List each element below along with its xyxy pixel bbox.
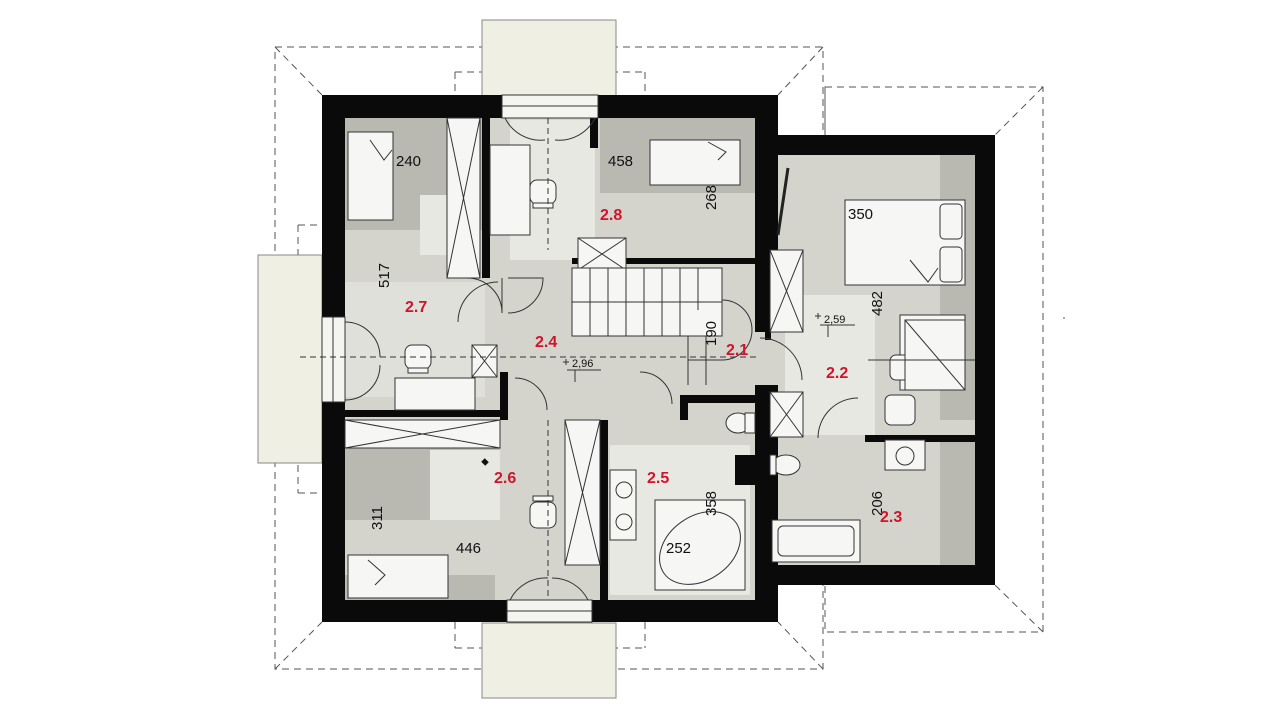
- armchair: [884, 394, 916, 426]
- balcony-left: [257, 254, 323, 464]
- window-icon: [501, 94, 599, 141]
- desk: [394, 377, 476, 411]
- doors: [344, 277, 859, 439]
- dimension-label: 206: [869, 491, 886, 516]
- door-swing-icon: [466, 277, 544, 314]
- level-mark-room-2-2: 2,59: [815, 313, 855, 337]
- wardrobe-icon: [471, 344, 498, 378]
- bathtub-icon: [771, 519, 861, 563]
- level-label: 2,96: [572, 358, 593, 370]
- dimension-labels: 240 458 268 350 517 482 190 311 446 358 …: [369, 153, 886, 557]
- dimension-label: 517: [376, 263, 393, 288]
- bed-icon: [844, 199, 966, 286]
- dimension-label: 350: [848, 206, 873, 223]
- dimension-label: 252: [666, 540, 691, 557]
- dimension-label: 446: [456, 540, 481, 557]
- room-label-2-4: 2.4: [535, 334, 557, 351]
- bathroom-fixtures: [609, 319, 966, 591]
- balcony-bottom: [481, 622, 617, 699]
- dimension-label: 458: [608, 153, 633, 170]
- room-label-2-7: 2.7: [405, 299, 427, 316]
- wardrobe-icon: [769, 249, 804, 333]
- level-mark-hall: 2,96: [563, 358, 601, 382]
- washbasin-icon: [609, 469, 637, 541]
- aux-lines: [300, 118, 975, 600]
- wardrobe-icon: [344, 419, 501, 449]
- door-swing-icon: [514, 377, 548, 411]
- wardrobe-icon: [446, 117, 481, 279]
- dimension-label: 240: [396, 153, 421, 170]
- wardrobe-icon: [564, 419, 601, 566]
- dimension-label: 268: [703, 185, 720, 210]
- door-swing-icon: [457, 281, 499, 323]
- desk: [489, 144, 531, 236]
- window-icon: [506, 577, 593, 623]
- room-label-2-1: 2.1: [726, 342, 748, 359]
- level-label: 2,59: [824, 314, 845, 326]
- wardrobe-icon: [769, 391, 804, 438]
- desk-chair-icon: [529, 179, 557, 209]
- room-label-2-6: 2.6: [494, 470, 516, 487]
- toilet-icon: [769, 454, 801, 476]
- dimension-label: 482: [869, 291, 886, 316]
- level-marks: 2,96 2,59: [563, 313, 855, 382]
- door-swing-icon: [817, 397, 859, 439]
- door-swing-icon: [759, 337, 803, 381]
- window-icon: [776, 167, 790, 236]
- bathtub-icon: [654, 499, 746, 591]
- bed-icon: [347, 554, 449, 599]
- bed-icon: [347, 131, 394, 221]
- door-swing-icon: [344, 321, 381, 401]
- washbasin-icon: [884, 439, 926, 471]
- room-label-2-5: 2.5: [647, 470, 669, 487]
- windows: [321, 94, 790, 623]
- desk-chair-icon: [529, 495, 557, 529]
- wardrobes: [344, 117, 804, 566]
- toilet-icon: [725, 412, 756, 434]
- balconies: [257, 19, 617, 699]
- walls: [322, 95, 995, 622]
- dimension-label: 190: [703, 321, 720, 346]
- bed-icon: [649, 139, 741, 186]
- window-icon: [321, 316, 346, 403]
- room-label-2-8: 2.8: [600, 207, 622, 224]
- dimension-label: 358: [703, 491, 720, 516]
- wardrobe-icon: [577, 237, 627, 271]
- desk-chair-icon: [404, 344, 432, 374]
- door-swing-icon: [639, 371, 673, 405]
- room-label-2-2: 2.2: [826, 365, 848, 382]
- shower-icon: [904, 319, 966, 391]
- dimension-label: 311: [369, 506, 386, 530]
- staircase-icon: [571, 267, 753, 385]
- room-labels: 2.1 2.2 2.3 2.4 2.5 2.6 2.7 2.8: [405, 207, 902, 526]
- balcony-top: [481, 19, 617, 98]
- room-label-2-3: 2.3: [880, 509, 902, 526]
